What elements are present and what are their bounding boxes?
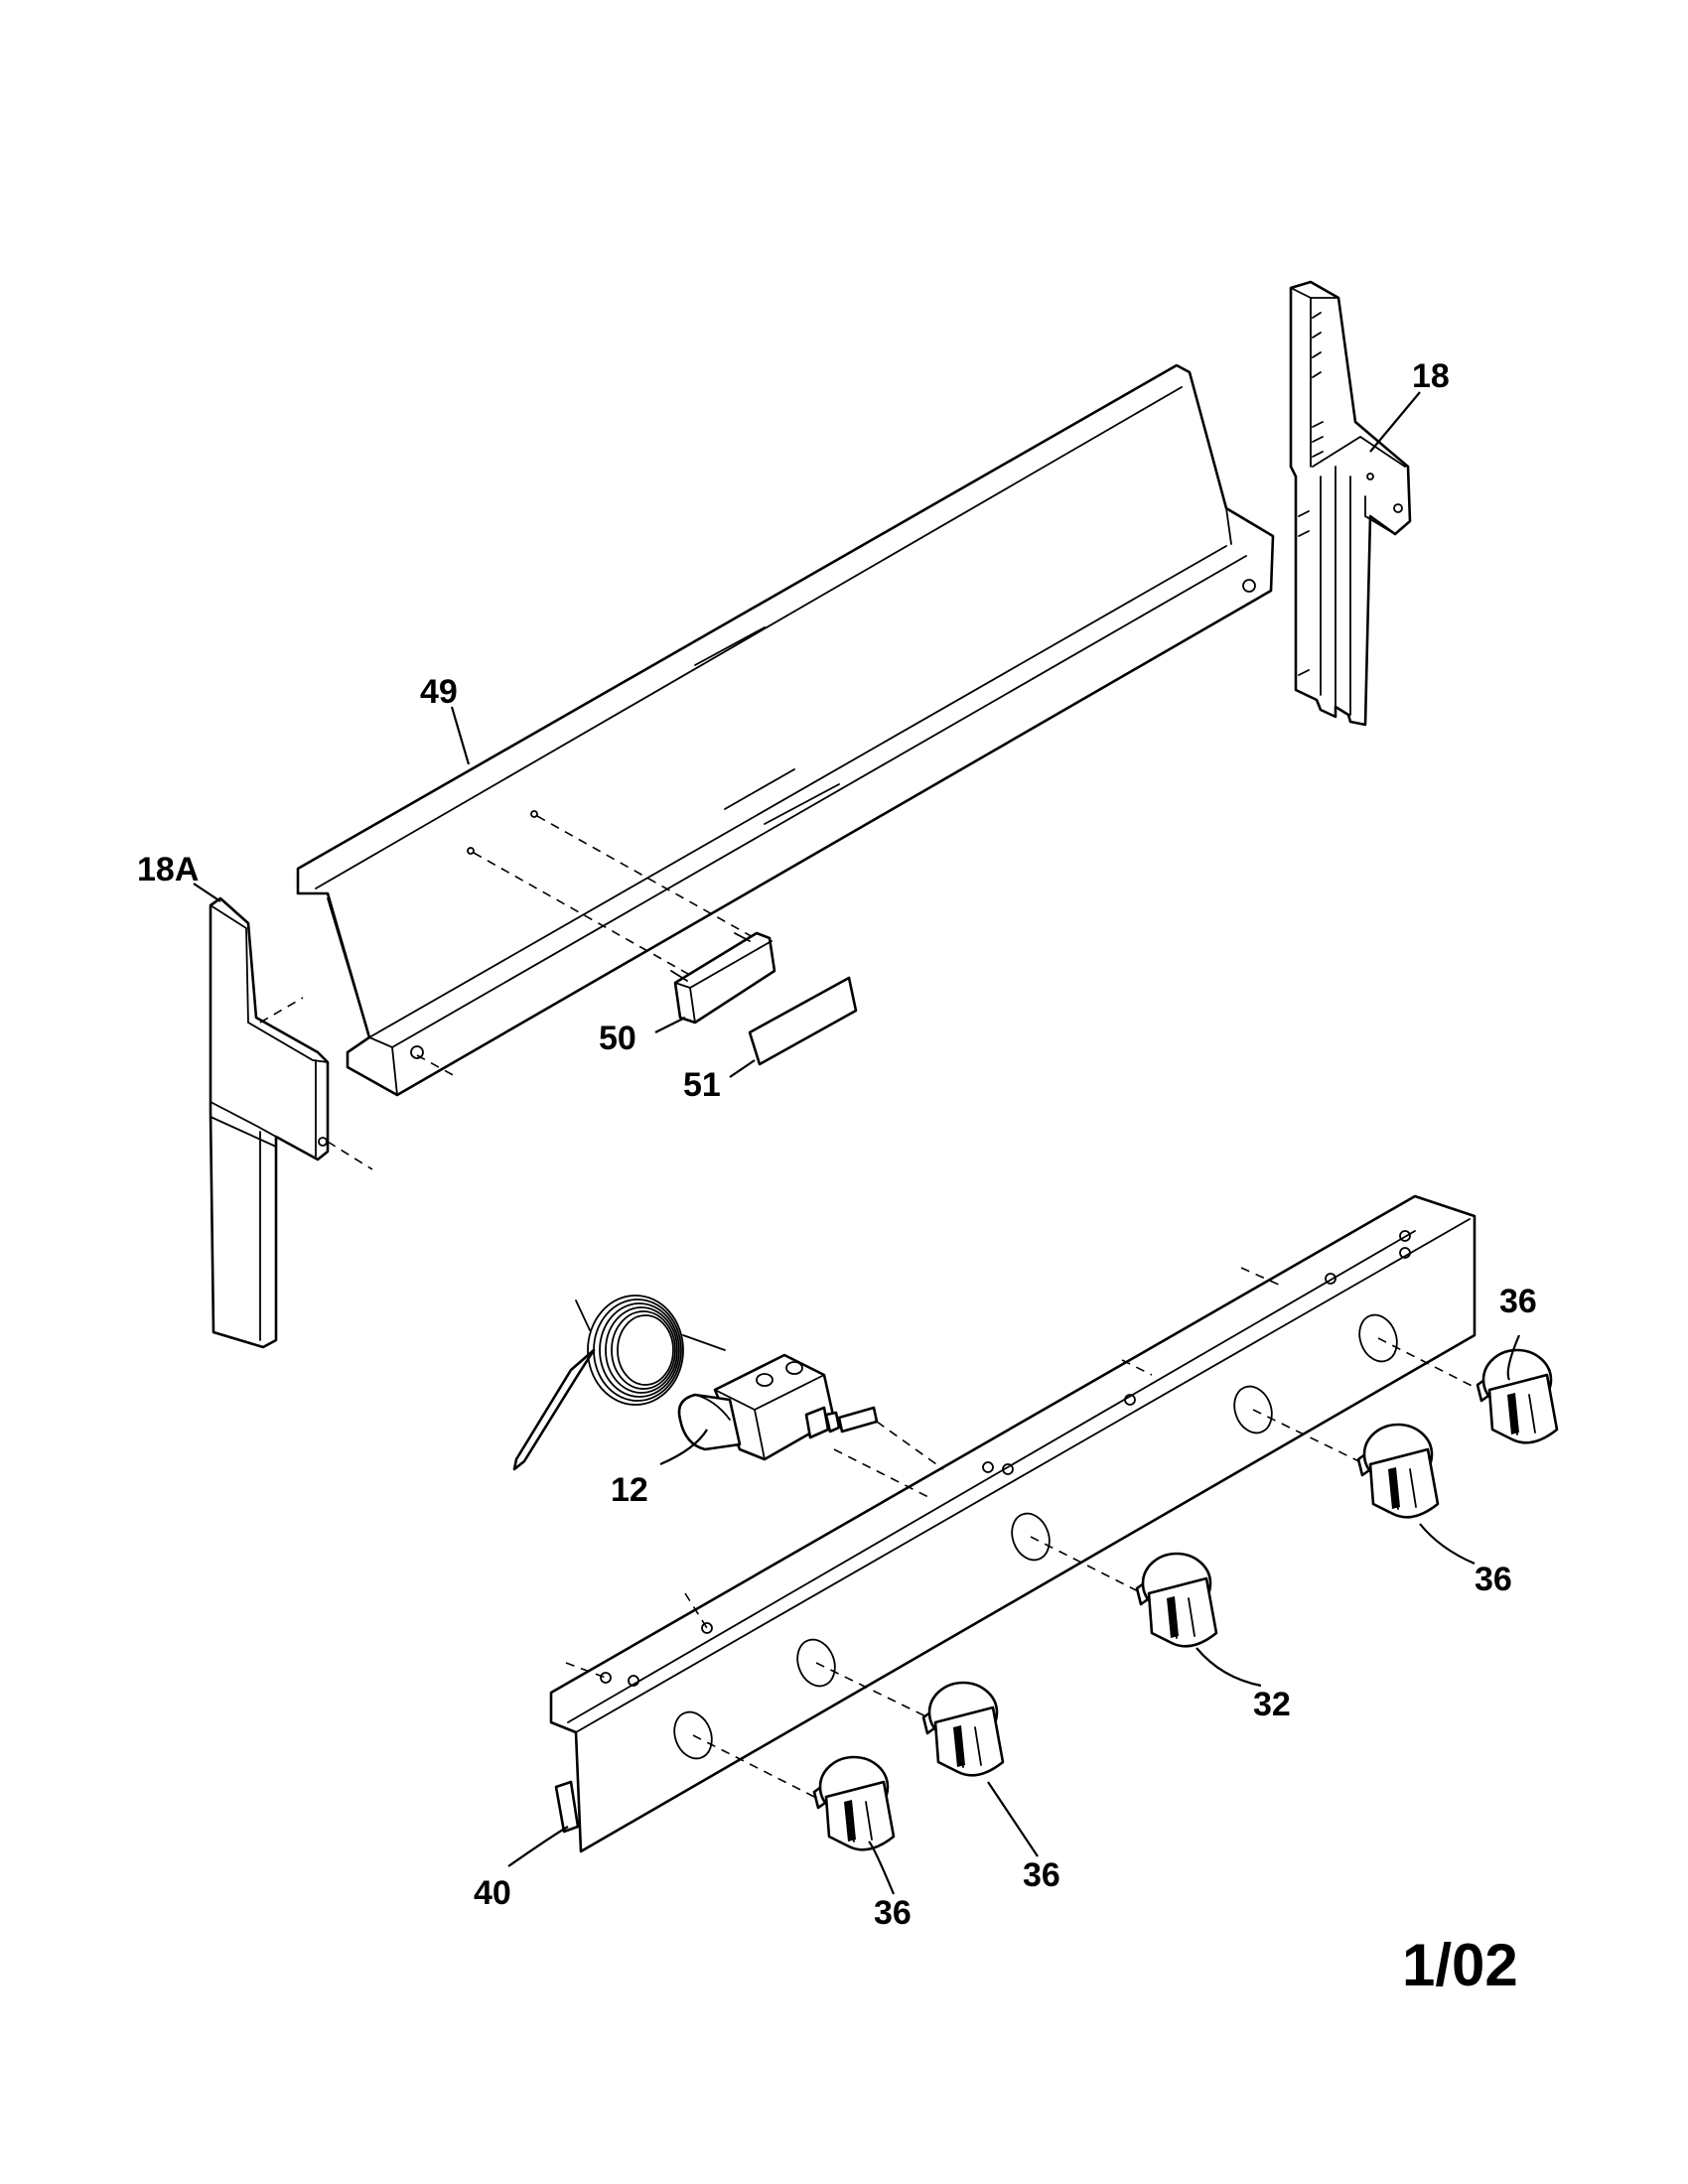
control-panel-holes	[673, 1313, 1398, 1760]
control-panel	[549, 1194, 1490, 1853]
callout-labels: 49 18 18A 50 51 12 40 32 36 36 36 36	[137, 357, 1537, 1932]
callout-50: 50	[599, 1020, 636, 1057]
callout-40: 40	[474, 1874, 511, 1912]
callout-36-c: 36	[1023, 1856, 1060, 1894]
capillary-coil	[512, 1295, 726, 1471]
callout-36-a: 36	[1499, 1283, 1537, 1320]
knob-32	[1135, 1552, 1218, 1648]
callout-49: 49	[420, 673, 458, 711]
callout-32: 32	[1253, 1686, 1291, 1723]
callout-36-b: 36	[1475, 1561, 1512, 1598]
overlay-label	[748, 976, 858, 1066]
callout-18: 18	[1412, 357, 1450, 395]
timer-module	[670, 931, 776, 1024]
callout-36-d: 36	[874, 1894, 912, 1932]
callout-18a: 18A	[137, 851, 199, 888]
callout-12: 12	[611, 1471, 648, 1509]
backguard-panel	[296, 363, 1275, 1097]
leader-lines	[193, 391, 1521, 1895]
thermostat-valve	[512, 1295, 944, 1471]
left-end-cap	[209, 896, 373, 1349]
knob-36-a	[812, 1755, 896, 1851]
page-code: 1/02	[1402, 1932, 1518, 1998]
knob-36-d	[1476, 1348, 1559, 1444]
knob-36-c	[1356, 1423, 1440, 1519]
callout-51: 51	[683, 1066, 721, 1104]
right-end-cap	[1289, 280, 1412, 727]
knob-36-b	[921, 1681, 1005, 1777]
